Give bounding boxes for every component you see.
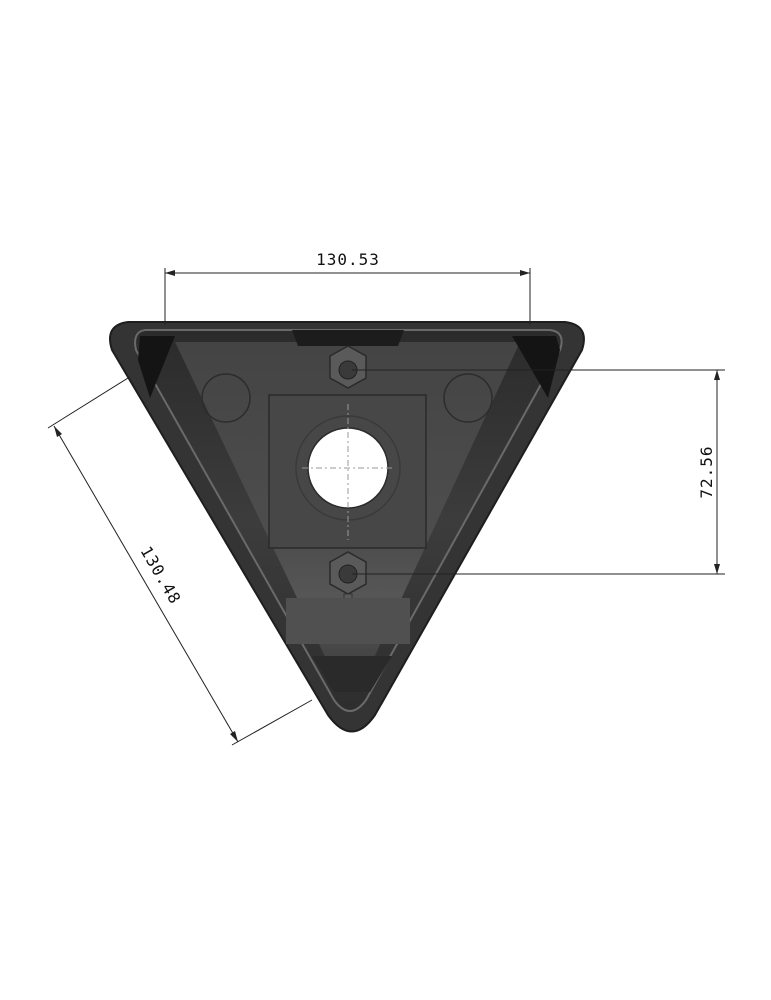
upper-hex-nut — [329, 345, 367, 389]
dimension-top-width-label: 130.53 — [316, 250, 380, 269]
dimension-top-width: 130.53 — [164, 250, 531, 325]
dimension-screw-spacing: 72.56 — [352, 369, 725, 575]
lower-slot — [286, 598, 410, 644]
triangular-housing — [109, 321, 585, 733]
left-boss — [201, 373, 251, 423]
left-corner-shadow — [138, 336, 175, 398]
dimension-side-length-label: 130.48 — [137, 543, 185, 608]
right-boss — [443, 373, 493, 423]
lower-band — [312, 656, 392, 692]
dimension-screw-spacing-label: 72.56 — [697, 445, 716, 498]
top-notch — [292, 330, 404, 346]
right-corner-shadow — [512, 336, 560, 398]
